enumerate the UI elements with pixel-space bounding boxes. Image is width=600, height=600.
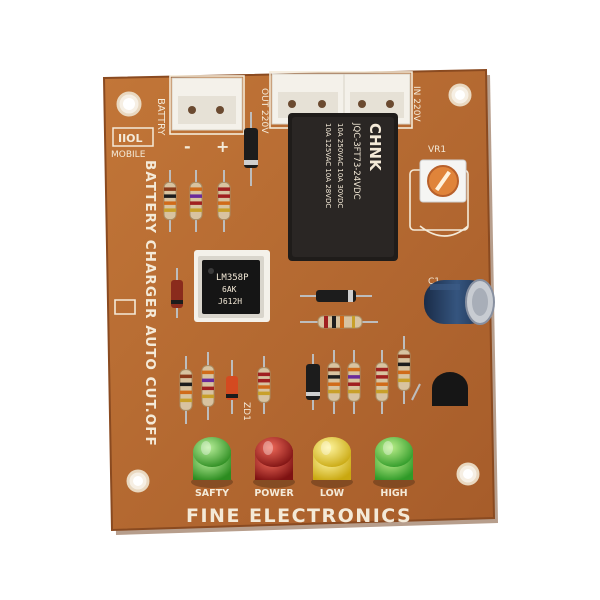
plus-label: + (216, 137, 229, 156)
resistor (375, 350, 389, 414)
diode-horizontal (300, 290, 372, 302)
relay-brand: CHNK (366, 123, 384, 172)
c-label: C1 (428, 277, 440, 287)
led-high: HIGH (373, 437, 415, 499)
relay-rating-1: 10A 250VAC 10A 30VDC (336, 123, 344, 208)
resistor (397, 336, 411, 404)
capacitor (424, 279, 495, 325)
vr-label: VR1 (428, 145, 446, 155)
led-label: HIGH (380, 488, 407, 499)
resistor (163, 170, 177, 232)
led-label: SAFTY (195, 488, 229, 499)
ic-line-2: 6AK (222, 285, 237, 294)
minus-label: - (184, 137, 191, 156)
potentiometer (419, 159, 467, 203)
resistor-horizontal (300, 315, 378, 329)
terminal-battery (171, 77, 243, 131)
led-low: LOW (311, 437, 353, 499)
resistor (347, 350, 361, 414)
relay-rating-2: 10A 125VAC 10A 28VDC (324, 123, 332, 208)
resistors (163, 170, 411, 424)
led-label: POWER (254, 488, 294, 499)
diode-left (171, 268, 183, 318)
resistor (217, 170, 231, 232)
leds: SAFTY POWER LOW HIGH (191, 437, 415, 499)
diode-bottom-1 (306, 354, 320, 410)
resistor (179, 356, 193, 424)
ic-line-3: J612H (218, 297, 242, 306)
mounting-holes (116, 83, 480, 493)
resistor (201, 352, 215, 420)
resistor (257, 356, 271, 414)
ic-chip: LM358P 6AK J612H (194, 250, 270, 322)
battery-label: BATTRY (155, 98, 166, 136)
relay: CHNK JQC-3FT73-24VDC 10A 250VAC 10A 30VD… (288, 113, 398, 261)
zd-label: ZD1 (241, 402, 251, 421)
relay-model: JQC-3FT73-24VDC (351, 122, 361, 200)
ic-line-1: LM358P (216, 273, 249, 283)
in-label: IN 220V (411, 86, 421, 122)
out-label: OUT 220V (259, 88, 269, 134)
board-title: BATTERY CHARGER AUTO CUT.OFF (142, 160, 158, 447)
resistor (189, 170, 203, 232)
svg-text:IIOL: IIOL (118, 132, 143, 145)
zener-diode (226, 360, 238, 414)
brand-text: FINE ELECTRONICS (186, 505, 412, 527)
led-safety: SAFTY (191, 437, 233, 499)
transistor (411, 372, 468, 406)
led-label: LOW (320, 488, 345, 499)
led-power: POWER (253, 437, 295, 499)
resistor (327, 350, 341, 414)
diode-top (244, 112, 258, 186)
maker-mark: MOBILE (111, 150, 146, 160)
maker-logo: IIOL MOBILE (111, 127, 154, 160)
